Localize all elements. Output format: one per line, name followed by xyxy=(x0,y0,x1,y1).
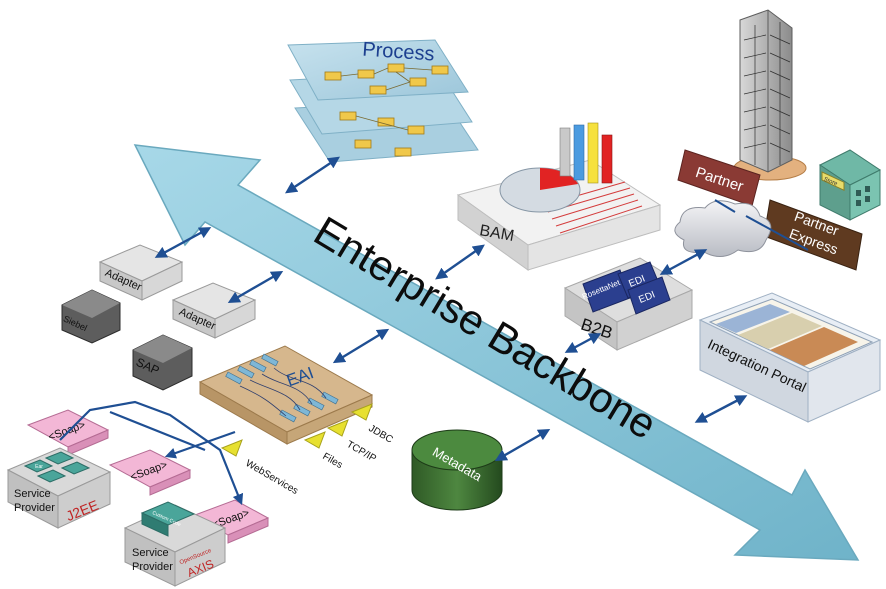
cloud-icon xyxy=(674,200,772,257)
portal-screen xyxy=(708,298,874,370)
webservice-wires xyxy=(59,400,244,506)
service-provider-j2ee: Ear Service Provider J2EE xyxy=(6,447,112,529)
eai-internal-blocks xyxy=(225,353,339,423)
b2b-node: RosettaNet EDI EDI B2B xyxy=(563,257,694,351)
axis-provider-line2: Provider xyxy=(132,561,173,573)
connector-files: Files xyxy=(321,451,345,471)
b2b-layers: RosettaNet EDI EDI xyxy=(581,261,671,315)
eai-node: EAI xyxy=(198,345,374,445)
j2ee-provider-line2: Provider xyxy=(14,502,55,514)
metadata-node: Metadata xyxy=(411,429,503,511)
bam-label: BAM xyxy=(478,222,515,245)
connection-arrows xyxy=(154,156,748,462)
bam-node: BAM xyxy=(456,122,662,271)
adapter-node-2: Adapter xyxy=(171,282,257,339)
soap-node-2: <Soap> xyxy=(108,449,192,496)
arrow-bam xyxy=(435,244,485,280)
service-provider-axis: Custom Code Service Provider OpenSource … xyxy=(123,501,227,587)
store-label: Store xyxy=(823,177,839,188)
j2ee-provider-line1: Service xyxy=(14,488,51,500)
soap-node-1: <Soap> xyxy=(26,409,110,456)
process-label: Process xyxy=(362,39,436,66)
arrow-process xyxy=(285,156,340,194)
arrow-b2b xyxy=(564,333,602,353)
eai-connectors xyxy=(220,403,373,457)
arrow-metadata xyxy=(494,428,551,462)
ear-boxes xyxy=(23,451,91,483)
partner-node: Partner xyxy=(677,9,807,207)
siebel-node: Siebel xyxy=(61,289,121,344)
sap-node: SAP xyxy=(132,334,193,391)
connector-jdbc: JDBC xyxy=(367,423,395,446)
connector-webservices: WebServices xyxy=(244,458,300,497)
arrow-eai xyxy=(332,328,390,364)
arrow-portal xyxy=(694,395,748,423)
j2ee-ear-label: Ear xyxy=(35,464,43,470)
arrow-adapter-2 xyxy=(227,270,284,304)
adapter-node-1: Adapter xyxy=(98,244,184,301)
axis-provider-line1: Service xyxy=(132,547,169,559)
process-node: Process xyxy=(287,39,479,163)
arrow-cloud xyxy=(659,249,708,275)
arrow-adapter-1 xyxy=(154,227,212,258)
integration-portal-node: Integration Portal xyxy=(698,292,882,423)
process-flow-boxes xyxy=(324,63,449,157)
store-node: Store xyxy=(819,149,881,221)
partner-express-node: Partner Express xyxy=(763,199,863,271)
connector-tcpip: TCP/IP xyxy=(345,439,379,465)
tower-windows xyxy=(743,22,791,165)
